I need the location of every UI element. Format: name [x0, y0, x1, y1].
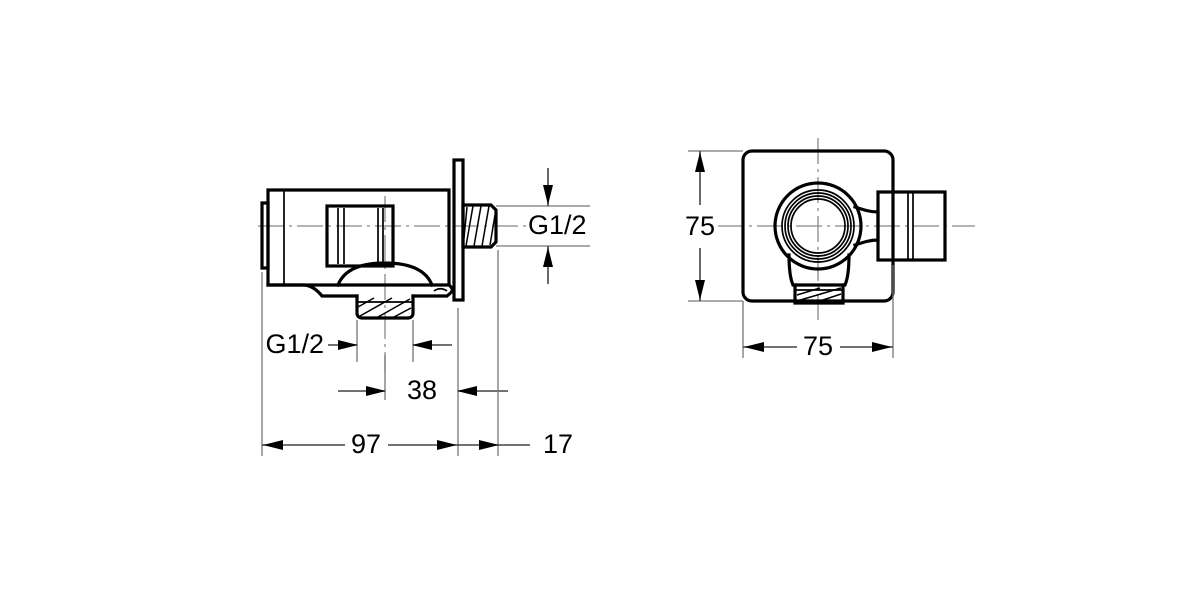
body-lower-right-skirt [411, 282, 454, 298]
g12-bottom-arrow-right [338, 340, 358, 350]
front-boss-circle-5 [790, 198, 846, 254]
dimension-75-vertical: 75 [685, 150, 743, 302]
front-boss-outer-circle [773, 181, 863, 271]
body-lower-left-skirt [266, 283, 359, 298]
dimension-label-75-horizontal: 75 [803, 331, 833, 361]
front-bottom-outlet [793, 283, 845, 305]
bottom-outlet-spigot [355, 294, 415, 320]
front-boss-circle-3 [784, 192, 852, 260]
dimension-label-75-vertical: 75 [685, 211, 715, 241]
rear-thread-connector [461, 203, 498, 249]
dim97-arrow-left [263, 440, 283, 450]
g12-rear-arrow-up [543, 247, 553, 267]
body-left-collar [260, 201, 270, 270]
dim38-arrow-right [366, 386, 386, 396]
dim75h-arrow-left [744, 342, 764, 352]
dimension-label-38: 38 [407, 375, 437, 405]
body-saddle-curve [335, 261, 435, 288]
dimension-label-thread-bottom: G1/2 [265, 329, 324, 359]
front-boss-circle-2 [781, 189, 855, 263]
dimension-label-thread-rear: G1/2 [528, 210, 587, 240]
dimension-97: 97 [261, 272, 459, 459]
dimension-75-horizontal: 75 [742, 265, 894, 361]
dim75v-arrow-up [695, 280, 705, 300]
dimension-label-97: 97 [351, 429, 381, 459]
dim97-arrow-right [437, 440, 457, 450]
front-boss-circle-4 [787, 195, 849, 257]
front-bottom-outlet-hatch [796, 287, 842, 303]
dim75v-arrow-down [695, 152, 705, 172]
dimension-17: 17 [458, 250, 573, 459]
dim75h-arrow-right [872, 342, 892, 352]
dimension-thread-rear: G1/2 [496, 168, 590, 284]
dimension-label-17: 17 [543, 429, 573, 459]
side-view: G1/2 G1/2 38 [258, 158, 590, 459]
dim38-arrow-left [457, 386, 477, 396]
front-bottom-skirt [787, 253, 851, 287]
dimension-thread-bottom: G1/2 [265, 320, 452, 362]
front-view: 75 75 [685, 138, 975, 361]
dimension-38: 38 [338, 308, 508, 405]
g12-rear-arrow-down [543, 185, 553, 205]
body-lower-detail-bump [433, 287, 448, 292]
rear-thread-hatch [463, 205, 496, 247]
dim17-arrow-left [479, 440, 499, 450]
g12-bottom-arrow-left [412, 340, 432, 350]
front-right-block [876, 190, 947, 262]
